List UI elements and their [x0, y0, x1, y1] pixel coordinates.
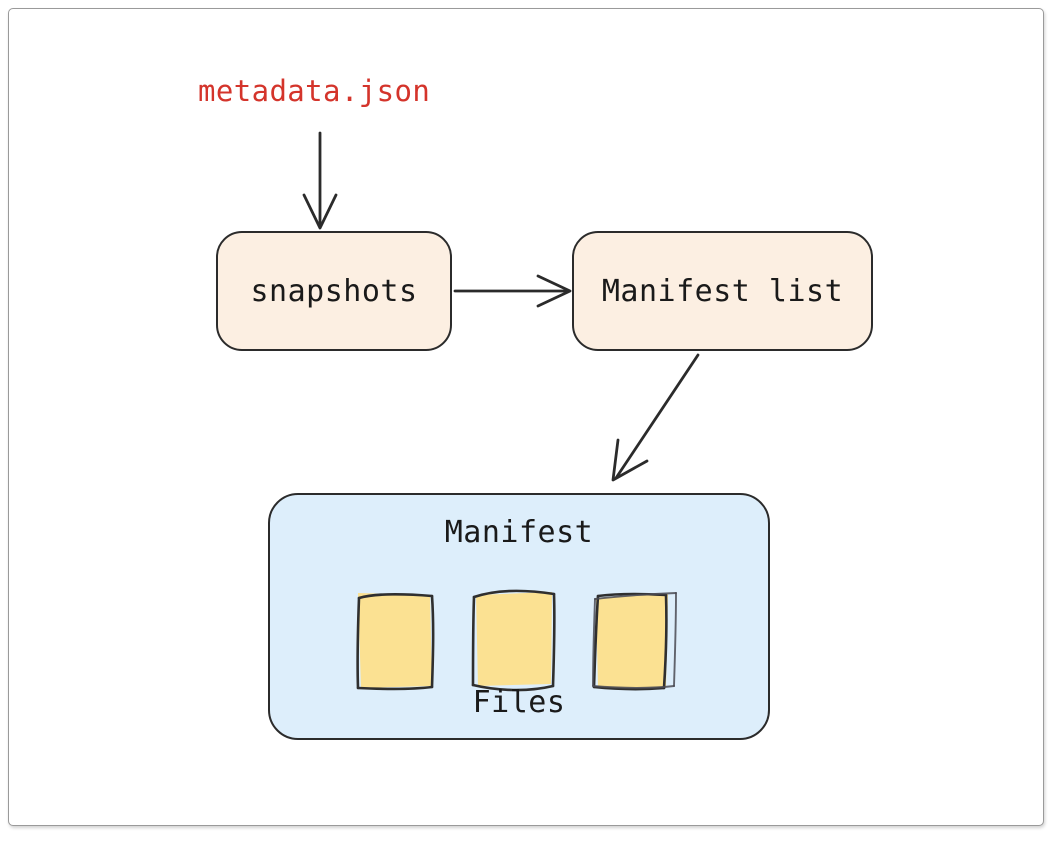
node-snapshots[interactable]: snapshots [216, 231, 452, 351]
node-manifest[interactable]: Manifest [268, 493, 770, 740]
file-sheet-icon [352, 587, 452, 701]
node-manifest-list[interactable]: Manifest list [572, 231, 873, 351]
file-sheet-icon [588, 587, 688, 701]
node-snapshots-label: snapshots [250, 273, 418, 309]
node-manifest-label: Manifest [444, 515, 594, 550]
files-label: Files [472, 685, 566, 720]
file-icons-row [270, 587, 768, 697]
metadata-json-label: metadata.json [198, 74, 431, 108]
node-manifest-list-label: Manifest list [601, 273, 844, 309]
file-sheet-icon [470, 587, 570, 701]
